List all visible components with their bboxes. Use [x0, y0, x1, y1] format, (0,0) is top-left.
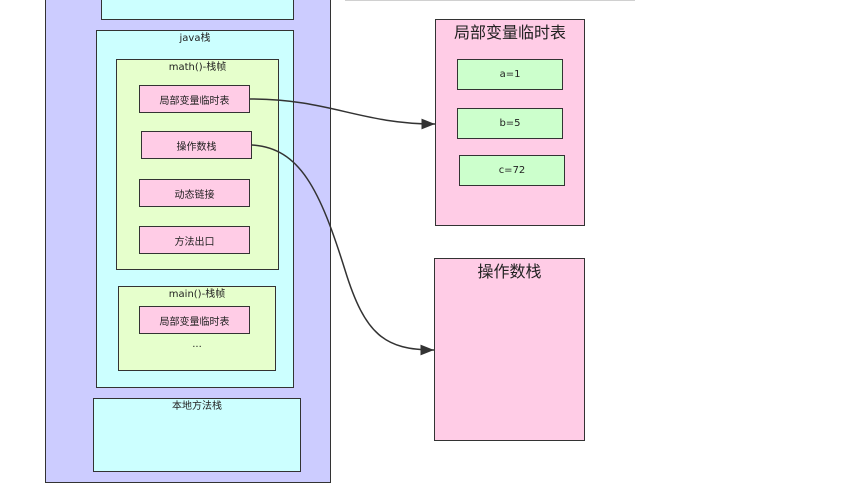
top-partial-box: [101, 0, 294, 20]
var-b: b=5: [457, 108, 563, 139]
main-frame-ellipsis: ...: [192, 339, 202, 350]
math-method-exit: 方法出口: [139, 226, 250, 254]
main-local-var-table: 局部变量临时表: [139, 306, 250, 334]
main-frame-label: main()-栈帧: [168, 289, 226, 300]
math-operand-stack: 操作数栈: [141, 131, 252, 159]
native-method-stack: 本地方法栈: [93, 398, 301, 472]
arrow-operand-stack: [251, 144, 435, 356]
operand-stack-title: 操作数栈: [477, 262, 542, 281]
local-var-table-title: 局部变量临时表: [453, 23, 566, 42]
var-c: c=72: [459, 155, 565, 186]
arrow-local-var-table: [249, 98, 436, 130]
math-dynamic-link: 动态链接: [139, 179, 250, 207]
operand-stack-detail: 操作数栈: [434, 258, 585, 441]
math-frame-label: math()-栈帧: [168, 62, 227, 73]
var-a: a=1: [457, 59, 563, 90]
math-local-var-table: 局部变量临时表: [139, 85, 250, 113]
java-stack-label: java栈: [179, 33, 211, 44]
native-method-stack-label: 本地方法栈: [172, 401, 222, 412]
top-divider: [345, 0, 635, 1]
